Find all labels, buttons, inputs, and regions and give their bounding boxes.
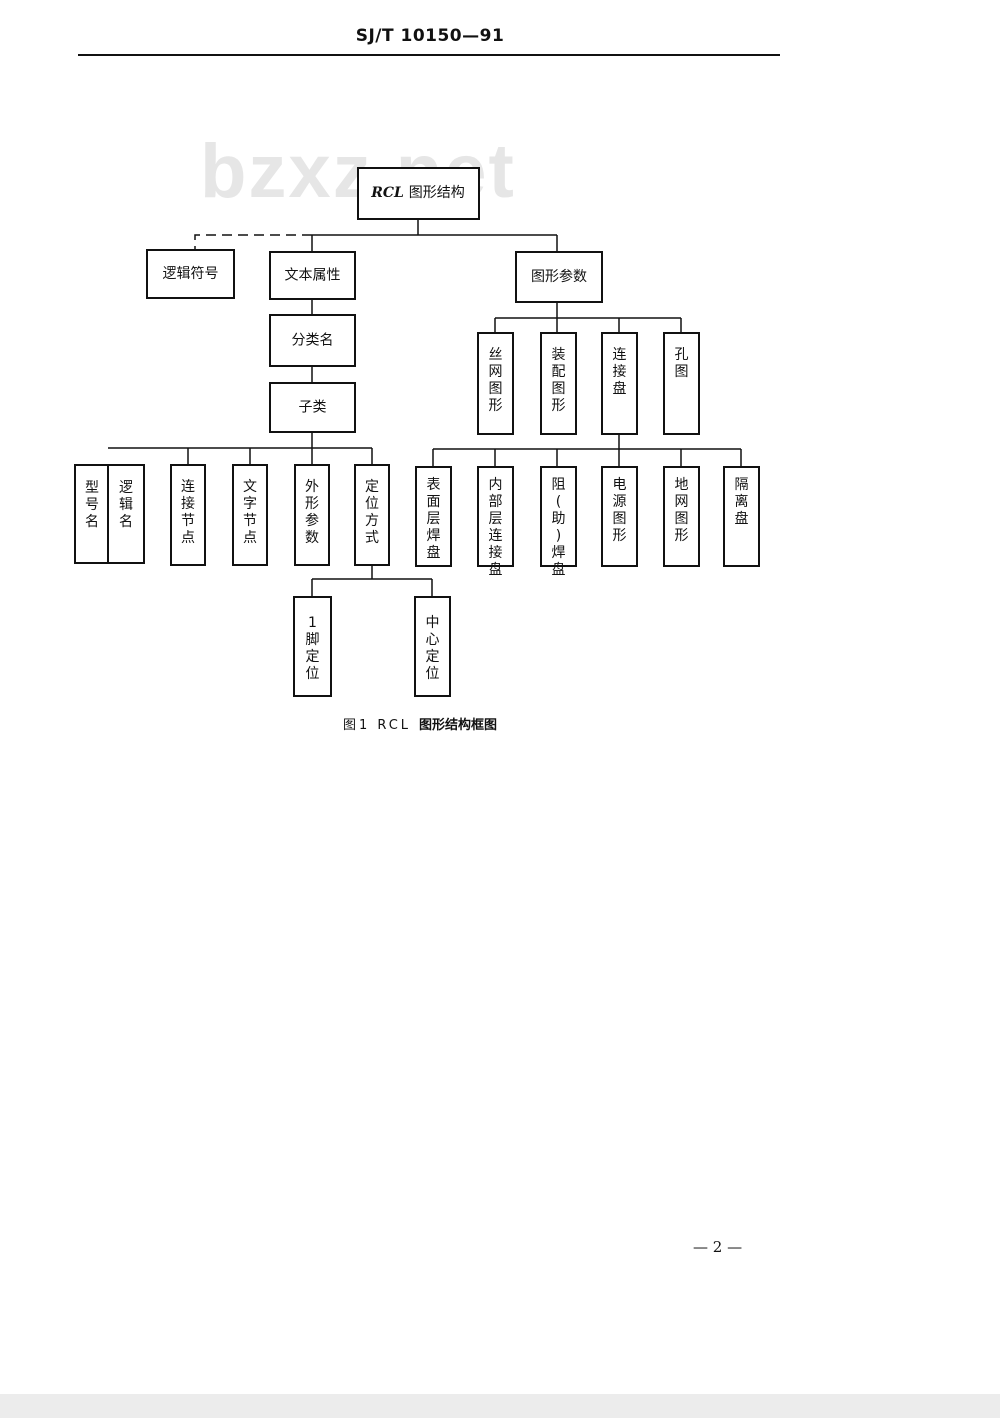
root-box bbox=[357, 167, 480, 220]
text-node-label: 文字节点 bbox=[243, 479, 257, 546]
graph-parameters-box bbox=[515, 251, 603, 303]
text-node-box bbox=[232, 464, 268, 566]
hole-graphic-box bbox=[663, 332, 700, 435]
outline-params-label: 外形参数 bbox=[305, 479, 319, 546]
inner-layer-pad-box bbox=[477, 466, 514, 567]
assembly-graphic-label: 装配图形 bbox=[552, 347, 566, 414]
outline-params-box bbox=[294, 464, 330, 566]
ground-graphic-box bbox=[663, 466, 700, 567]
root-label: RCL 图形结构 bbox=[370, 185, 465, 201]
viewer-bottom-strip bbox=[0, 1394, 1000, 1418]
surface-layer-pad-box bbox=[415, 466, 452, 567]
isolation-pad-box bbox=[723, 466, 760, 567]
document-code: SJ/T 10150—91 bbox=[355, 26, 505, 46]
power-graphic-box bbox=[601, 466, 638, 567]
center-positioning-box bbox=[414, 596, 451, 697]
logic-symbol-box bbox=[146, 249, 235, 299]
pin1-positioning-box bbox=[293, 596, 332, 697]
logic-symbol-label: 逻辑符号 bbox=[163, 266, 219, 282]
connection-node-label: 连接节点 bbox=[181, 479, 195, 546]
subcategory-box bbox=[269, 382, 356, 433]
hole-graphic-label: 孔图 bbox=[675, 347, 689, 380]
logic-name-label: 逻辑名 bbox=[119, 480, 133, 530]
connection-pad-box bbox=[601, 332, 638, 435]
solder-mask-pad-box bbox=[540, 466, 577, 567]
ground-graphic-label: 地网图形 bbox=[675, 477, 689, 544]
connection-pad-label: 连接盘 bbox=[613, 347, 627, 397]
positioning-method-box bbox=[354, 464, 390, 566]
power-graphic-label: 电源图形 bbox=[613, 477, 627, 544]
model-name-label: 型号名 bbox=[85, 480, 99, 530]
header-rule bbox=[78, 54, 780, 56]
surface-layer-pad-label: 表面层焊盘 bbox=[427, 477, 441, 561]
caption-title: 图形结构框图 bbox=[419, 718, 498, 733]
figure-caption: 图1 RCL 图形结构框图 bbox=[0, 714, 840, 733]
center-positioning-label: 中心定位 bbox=[426, 615, 440, 682]
silkscreen-graphic-box bbox=[477, 332, 514, 435]
text-attribute-box bbox=[269, 251, 356, 300]
caption-figure-number: 图1 RCL bbox=[342, 718, 412, 733]
category-name-box bbox=[269, 314, 356, 367]
connection-node-box bbox=[170, 464, 206, 566]
category-name-label: 分类名 bbox=[292, 333, 334, 349]
graph-parameters-label: 图形参数 bbox=[531, 268, 587, 285]
assembly-graphic-box bbox=[540, 332, 577, 435]
connector-lines bbox=[108, 219, 742, 597]
solder-mask-pad-label: 阻(助)焊盘 bbox=[552, 477, 566, 578]
model-logic-name-box bbox=[74, 464, 145, 564]
silkscreen-graphic-label: 丝网图形 bbox=[489, 347, 503, 414]
positioning-method-label: 定位方式 bbox=[365, 479, 379, 546]
subcategory-label: 子类 bbox=[299, 400, 327, 416]
text-attribute-label: 文本属性 bbox=[285, 268, 341, 284]
inner-layer-pad-label: 内部层连接盘 bbox=[489, 477, 503, 578]
isolation-pad-label: 隔离盘 bbox=[735, 477, 749, 527]
page-number: — 2 — bbox=[693, 1238, 743, 1256]
